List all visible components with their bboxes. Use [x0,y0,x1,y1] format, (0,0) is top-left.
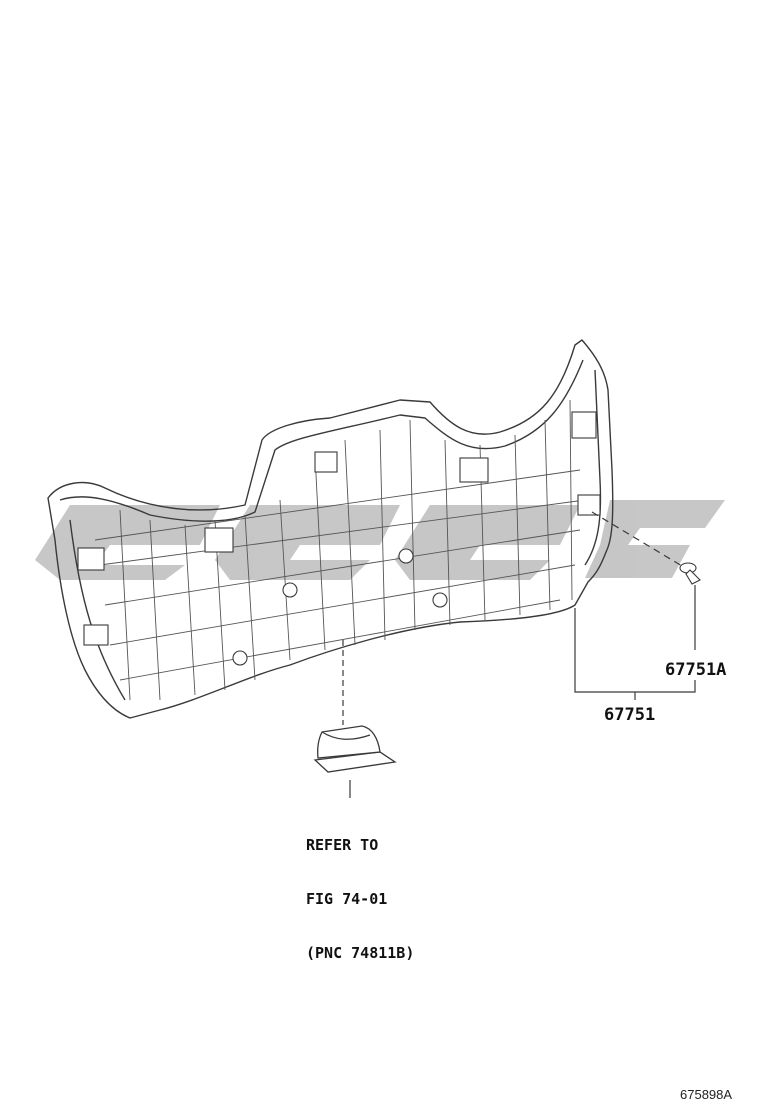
reference-note-line2: FIG 74-01 [306,890,388,908]
callout-clip-part-number: 67751A [665,660,727,680]
leader-lines [342,511,696,798]
clip-seats [77,411,601,666]
reference-note-line1: REFER TO [306,836,379,854]
pull-handle-part [313,725,397,773]
callout-main-part-number: 67751 [604,705,656,725]
clip-fastener-icon [679,562,701,585]
reference-note-line3: (PNC 74811B) [306,944,415,962]
back-door-trim-panel [47,339,614,719]
panel-ribs [94,399,586,701]
watermark-logo [35,500,725,580]
reference-note: REFER TO FIG 74-01 (PNC 74811B) [306,800,414,980]
figure-id: 675898A [680,1087,733,1102]
